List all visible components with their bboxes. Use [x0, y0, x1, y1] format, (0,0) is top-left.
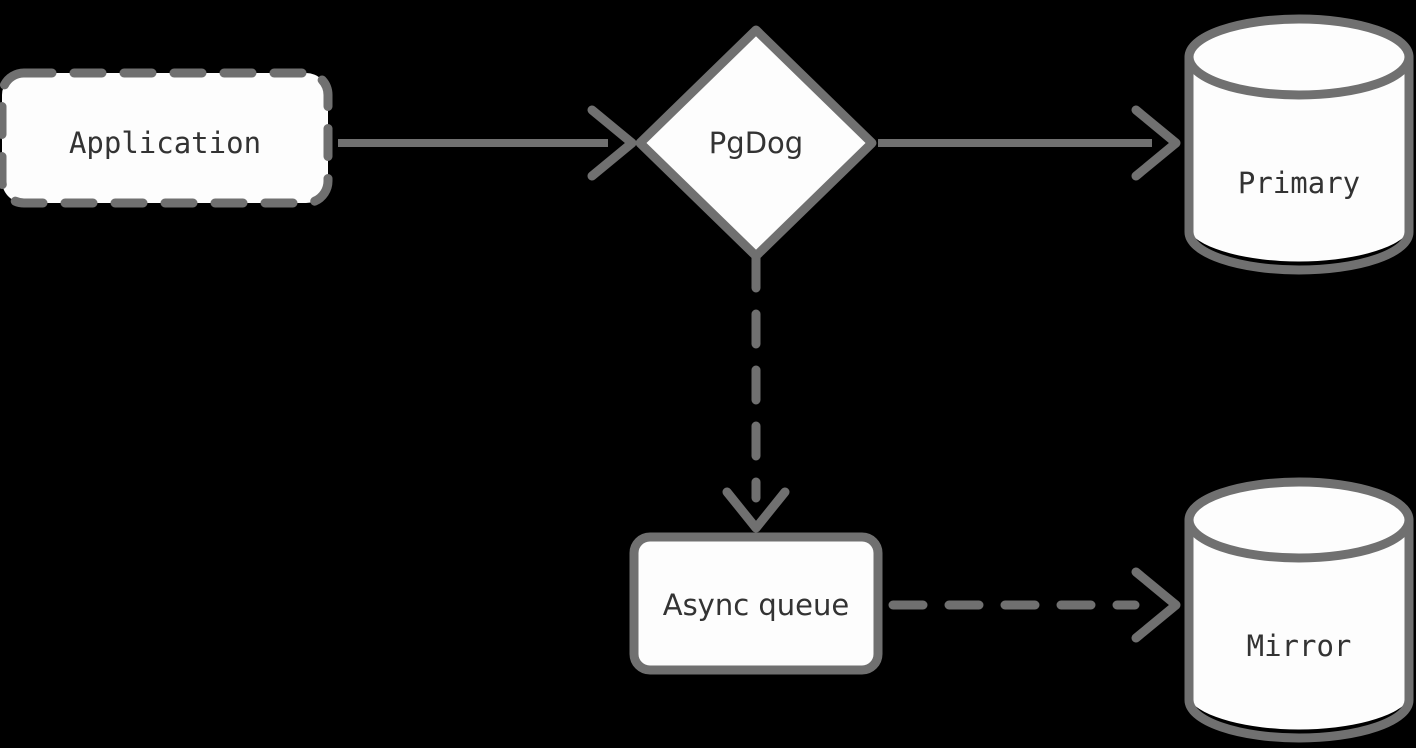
node-pgdog[interactable]: PgDog	[635, 25, 877, 261]
node-async-queue-label: Async queue	[663, 588, 850, 622]
node-mirror-body-fill	[1189, 520, 1409, 730]
node-application-fill	[2, 73, 328, 203]
edge-app-to-pgdog	[338, 105, 637, 181]
node-async-queue-fill	[634, 537, 878, 670]
node-application-border	[0, 68, 333, 208]
node-application-label: Application	[69, 126, 261, 160]
edge-app-to-pgdog-arrowhead-icon	[587, 105, 637, 181]
edge-pgdog-to-queue-arrowhead-icon	[722, 487, 790, 533]
node-primary-body-fill	[1189, 57, 1409, 262]
node-async-queue[interactable]: Async queue	[629, 532, 883, 675]
node-primary-top-ellipse-icon	[1184, 14, 1414, 100]
node-mirror-top-ellipse-icon	[1184, 477, 1414, 563]
node-primary-top-fill	[1189, 19, 1409, 95]
node-mirror[interactable]: Mirror	[1184, 477, 1414, 743]
node-primary-label: Primary	[1238, 166, 1360, 200]
node-mirror-top-fill	[1189, 482, 1409, 558]
edge-queue-to-mirror	[888, 567, 1181, 643]
node-pgdog-label: PgDog	[709, 126, 803, 160]
node-primary[interactable]: Primary	[1184, 14, 1414, 275]
node-mirror-label: Mirror	[1247, 629, 1352, 663]
node-application[interactable]: Application	[0, 68, 333, 208]
node-primary-body-border	[1184, 52, 1414, 275]
node-mirror-body-border	[1184, 515, 1414, 743]
edge-pgdog-to-primary	[878, 105, 1181, 181]
edge-pgdog-to-queue	[722, 253, 790, 533]
edge-pgdog-to-primary-arrowhead-icon	[1131, 105, 1181, 181]
node-async-queue-border	[629, 532, 883, 675]
edge-queue-to-mirror-arrowhead-icon	[1131, 567, 1181, 643]
node-pgdog-border	[635, 25, 877, 261]
